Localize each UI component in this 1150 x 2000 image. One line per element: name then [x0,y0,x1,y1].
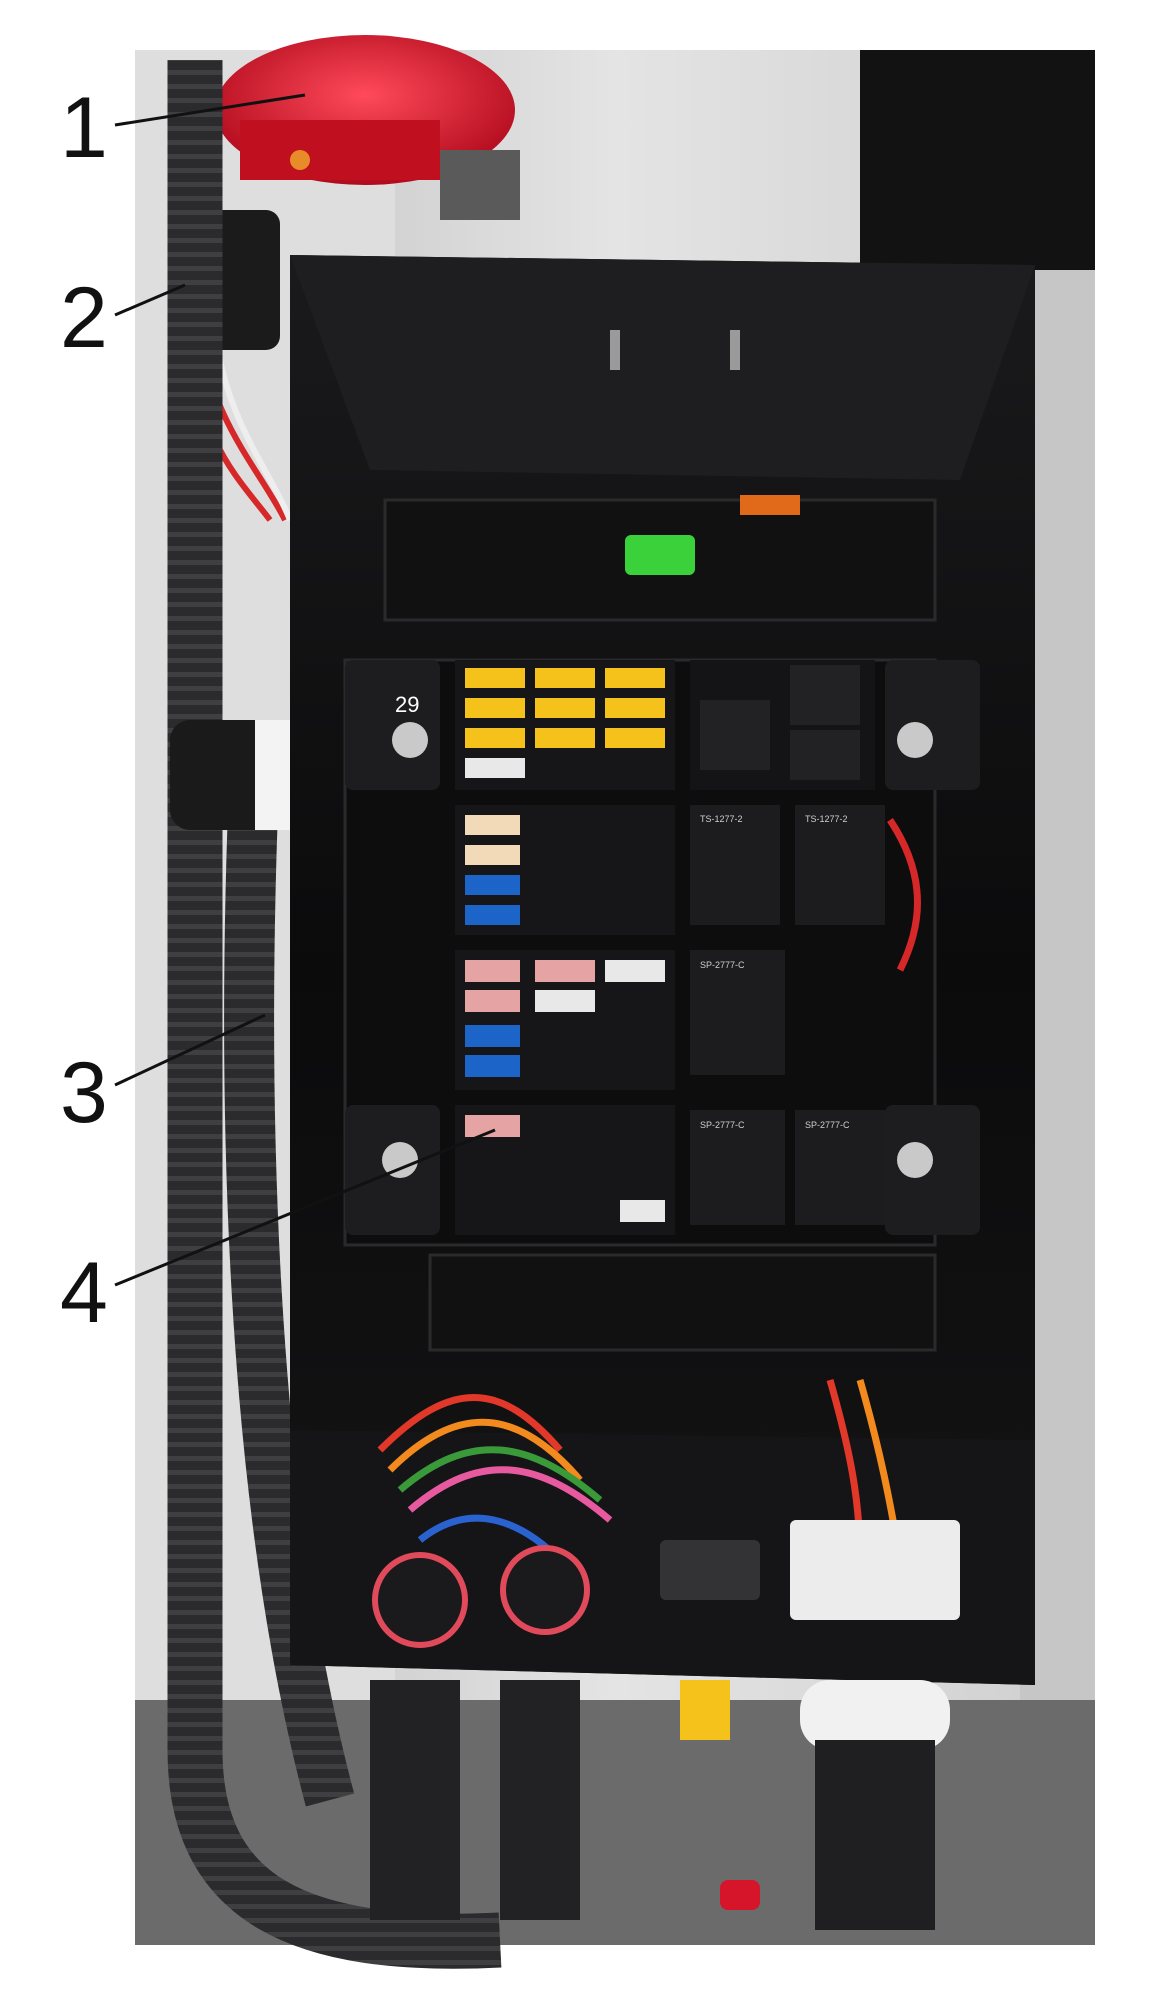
callout-number: 2 [60,270,108,366]
green-connector [625,535,695,575]
corrugated-hose [167,60,502,1969]
red-beacon [215,35,520,220]
relay-label: TS-1277-2 [700,814,743,824]
fuse-panel: 29 TS-1277-2 TS-1277-2 [343,658,980,1247]
callout-number: 4 [60,1245,108,1341]
bracket-label: 29 [395,692,419,717]
relay-label: TS-1277-2 [805,814,848,824]
relay-label: SP-2777-C [805,1120,850,1130]
leader-lines [114,93,496,1287]
callout-number: 1 [60,80,108,176]
relay-label: SP-2777-C [700,1120,745,1130]
callout-number: 3 [60,1045,108,1141]
relay-label: SP-2777-C [700,960,745,970]
